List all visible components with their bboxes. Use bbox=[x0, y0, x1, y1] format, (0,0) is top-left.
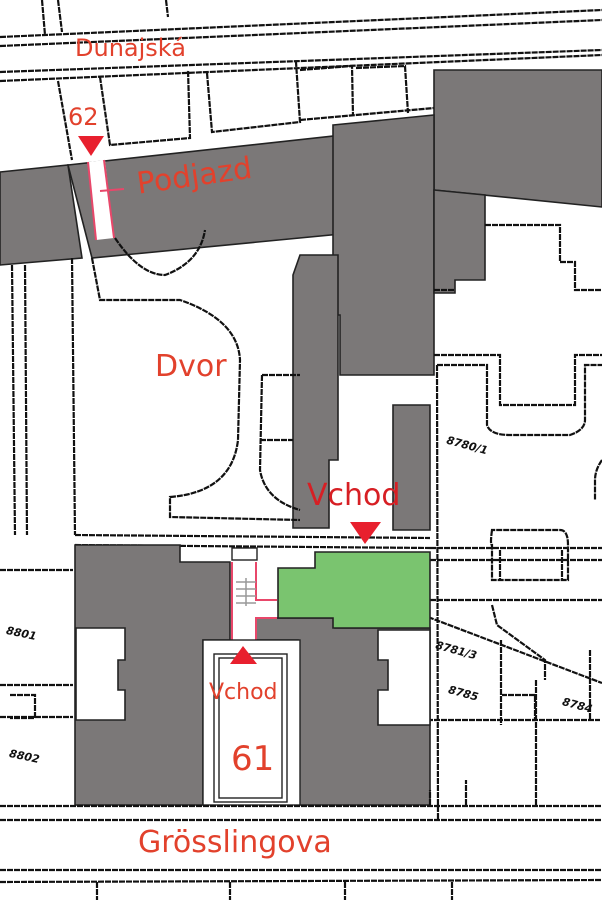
building-west bbox=[0, 164, 83, 266]
marker-entrance-courtyard bbox=[350, 522, 381, 544]
building-number-61: 61 bbox=[231, 739, 275, 779]
building-61-outline bbox=[202, 639, 301, 806]
street-grosslingova-lines bbox=[0, 780, 602, 900]
entrance-label-courtyard: Vchod bbox=[307, 478, 401, 513]
entrance-label-61: Vchod bbox=[209, 680, 278, 705]
building-number-62: 62 bbox=[68, 103, 99, 131]
north-plots bbox=[56, 61, 435, 161]
street-dunajska-lines bbox=[0, 0, 602, 83]
west-plot-outlines bbox=[0, 568, 73, 720]
building-central bbox=[332, 114, 435, 376]
building-central-wing bbox=[292, 254, 339, 529]
street-label-grosslingova: Grösslingova bbox=[138, 825, 332, 860]
building-east-upper bbox=[433, 189, 486, 294]
east-plot-outlines bbox=[420, 223, 602, 821]
marker-entrance-61 bbox=[230, 646, 257, 664]
street-label-dunajska: Dunajská bbox=[75, 34, 186, 62]
marker-entrance-62 bbox=[78, 136, 104, 156]
stair-passage bbox=[231, 547, 277, 640]
podjazd-passage bbox=[87, 159, 125, 241]
building-east-small bbox=[392, 404, 431, 531]
building-northeast bbox=[433, 69, 602, 208]
courtyard-label-dvor: Dvor bbox=[155, 349, 227, 384]
south-west-light-well bbox=[75, 627, 126, 721]
courtyard-outline bbox=[10, 229, 431, 550]
highlighted-building bbox=[277, 551, 431, 629]
south-east-light-well bbox=[377, 629, 431, 726]
